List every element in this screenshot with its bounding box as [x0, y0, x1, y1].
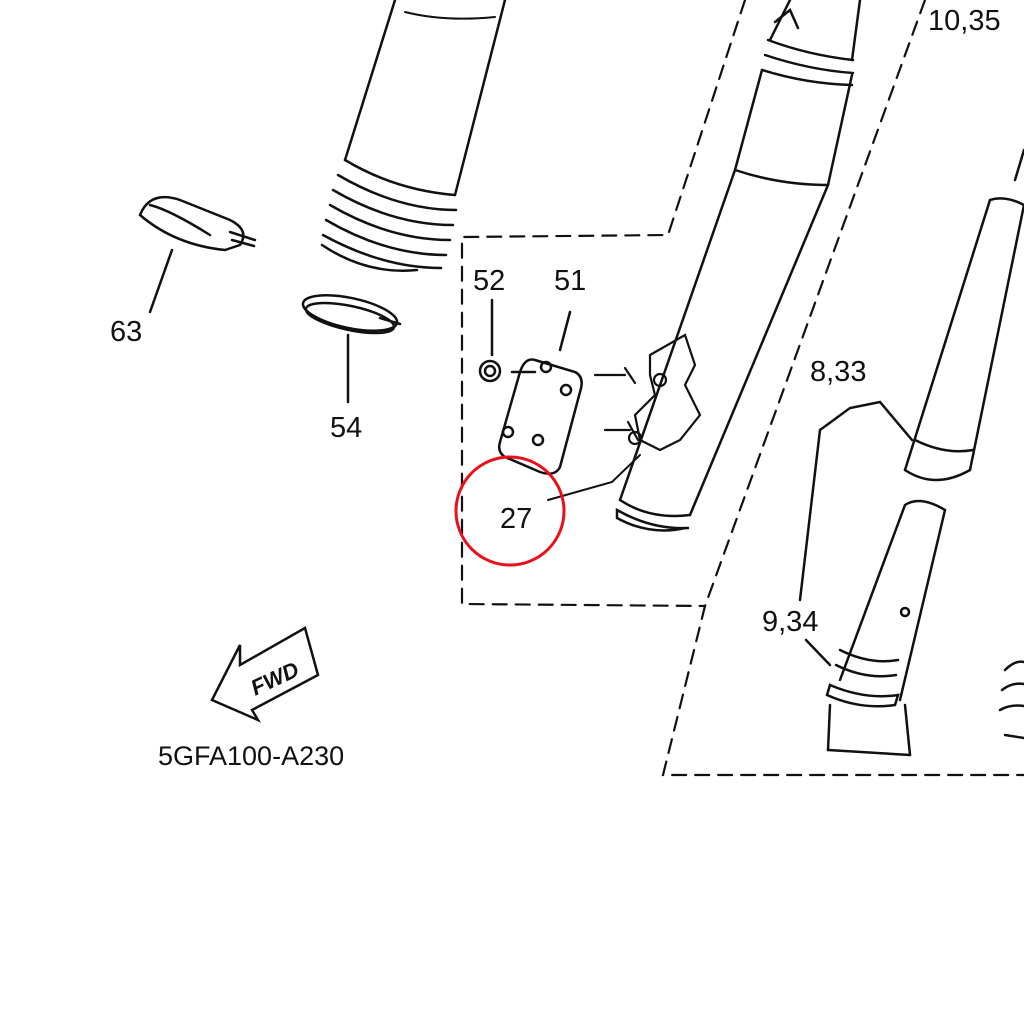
caliper-mount [593, 333, 702, 452]
fork-boot [320, 0, 507, 272]
fork-outer-tube [615, 0, 862, 532]
label-51: 51 [554, 265, 587, 297]
label-8-33: 8,33 [810, 356, 867, 388]
label-54: 54 [330, 412, 363, 444]
right-edge-parts [998, 660, 1024, 740]
nut-52 [478, 298, 537, 383]
label-52: 52 [473, 265, 506, 297]
label-63: 63 [110, 316, 143, 348]
highlight-circle [454, 455, 566, 567]
inner-tube-8-33 [818, 148, 1024, 482]
clamp-63 [138, 195, 257, 314]
dashed-group-border [460, 0, 1024, 777]
label-9-34: 9,34 [762, 606, 819, 638]
diagram-code: 5GFA100-A230 [158, 741, 345, 771]
label-10-35: 10,35 [928, 5, 1001, 37]
clamp-54 [301, 294, 402, 404]
label-27: 27 [500, 503, 533, 535]
guard-plate-51 [497, 310, 583, 475]
leader-27 [547, 454, 641, 501]
inner-tube-9-34 [798, 428, 947, 757]
fwd-arrow-icon [210, 626, 320, 723]
